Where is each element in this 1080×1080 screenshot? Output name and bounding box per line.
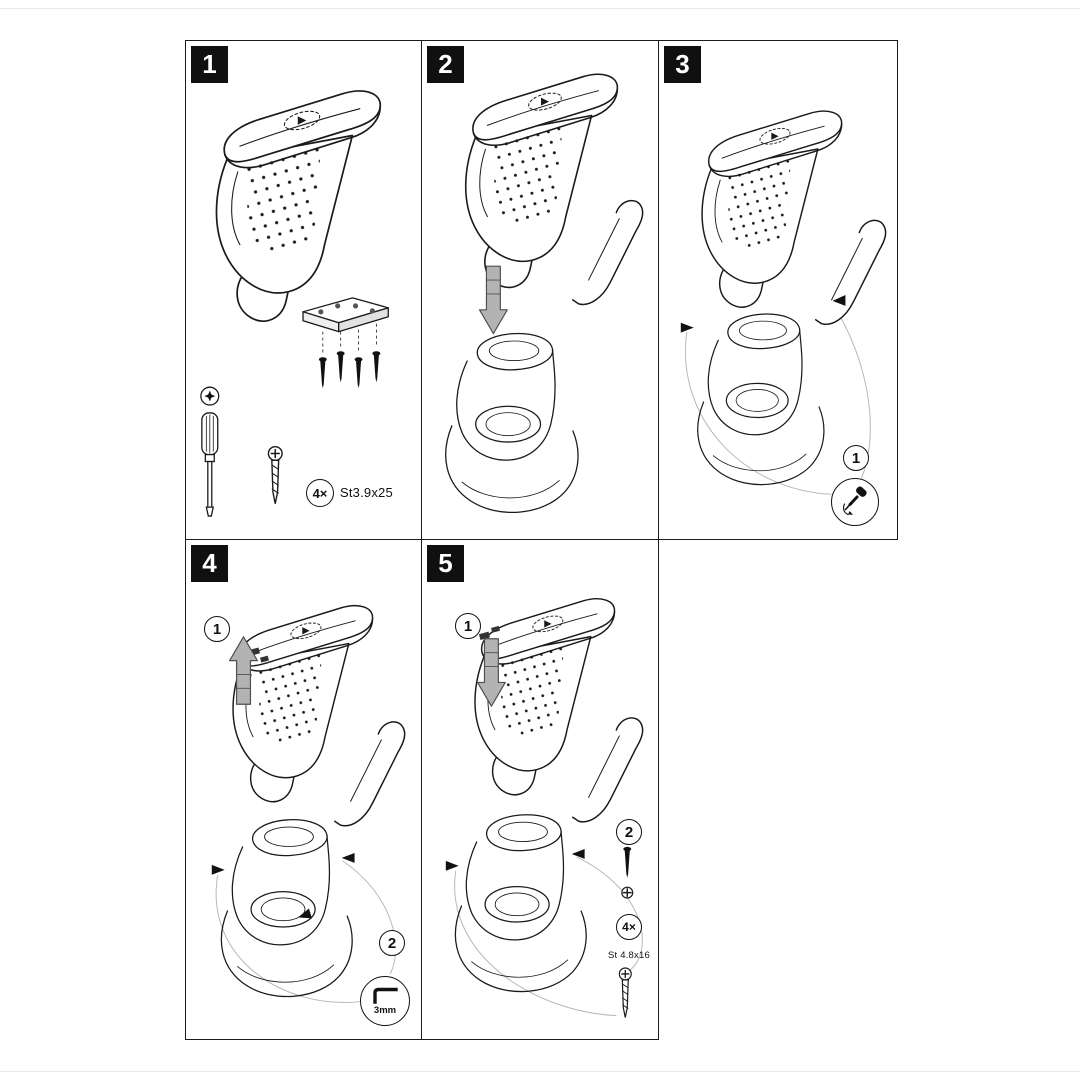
step-number-circle: 2 <box>616 819 642 845</box>
panel-step-2: 2 <box>421 40 659 540</box>
handbrake-lever-illustration <box>814 219 887 326</box>
panel-number-badge: 2 <box>427 46 464 83</box>
screw-icon <box>267 445 283 505</box>
panel-step-4: 4 1 2 <box>185 539 422 1040</box>
panel-number-badge: 3 <box>664 46 701 83</box>
panel-step-3: 3 1 <box>658 40 898 540</box>
armrest-illustration <box>215 90 382 322</box>
panel-number-badge: 5 <box>427 545 464 582</box>
allen-key-icon <box>373 987 398 1004</box>
handbrake-lever-illustration <box>333 721 406 827</box>
hex-key-size-label: 3mm <box>373 1005 397 1016</box>
attachment-marker <box>298 908 312 919</box>
handbrake-lever-illustration <box>571 717 644 823</box>
step-number-circle: 2 <box>379 930 405 956</box>
step-number-circle: 1 <box>843 445 869 471</box>
attachment-marker <box>832 294 846 306</box>
armrest-illustration <box>701 110 843 308</box>
panel-5-illustration <box>445 598 644 1019</box>
quantity-badge: 4× <box>306 479 334 507</box>
frame-line-top <box>0 8 1080 9</box>
screw-icon <box>623 846 632 878</box>
armrest-illustration <box>464 73 619 289</box>
screwdriver-icon <box>842 486 867 516</box>
attachment-marker <box>445 860 459 871</box>
attachment-marker <box>680 322 694 333</box>
tool-callout <box>831 478 879 526</box>
quantity-badge: 4× <box>616 914 642 940</box>
panel-step-1: 1 <box>185 40 422 540</box>
screwdriver-icon <box>200 386 220 517</box>
attachment-marker <box>341 852 355 863</box>
mounting-plate-icon <box>302 297 389 333</box>
panel-4-illustration <box>211 604 406 1003</box>
screw-icon <box>618 967 632 1019</box>
attachment-marker <box>211 864 225 875</box>
tool-callout: 3mm <box>360 976 410 1026</box>
screw-spec-label: St 4.8x16 <box>608 950 650 961</box>
step-number-circle: 1 <box>204 616 230 642</box>
step-number-circle: 1 <box>455 613 481 639</box>
leader-lines <box>215 860 397 1003</box>
panel-step-5: 5 1 2 4 <box>421 539 659 1040</box>
screws-icon <box>318 351 381 389</box>
console-illustration <box>697 313 825 486</box>
handbrake-lever-illustration <box>571 199 644 306</box>
panel-1-illustration <box>200 90 389 517</box>
phillips-head-icon <box>621 886 634 899</box>
console-illustration <box>220 819 353 998</box>
panel-number-badge: 4 <box>191 545 228 582</box>
panel-2-illustration <box>445 73 644 514</box>
armrest-illustration <box>232 604 374 803</box>
console-illustration <box>445 332 579 514</box>
attachment-marker <box>571 848 585 859</box>
panel-number-badge: 1 <box>191 46 228 83</box>
frame-line-bottom <box>0 1071 1080 1072</box>
screw-spec-label: St3.9x25 <box>340 485 393 500</box>
latch-detail <box>478 625 500 640</box>
alignment-dashed-lines <box>322 323 377 354</box>
console-illustration <box>454 814 587 993</box>
instruction-grid: 1 <box>185 40 898 1040</box>
